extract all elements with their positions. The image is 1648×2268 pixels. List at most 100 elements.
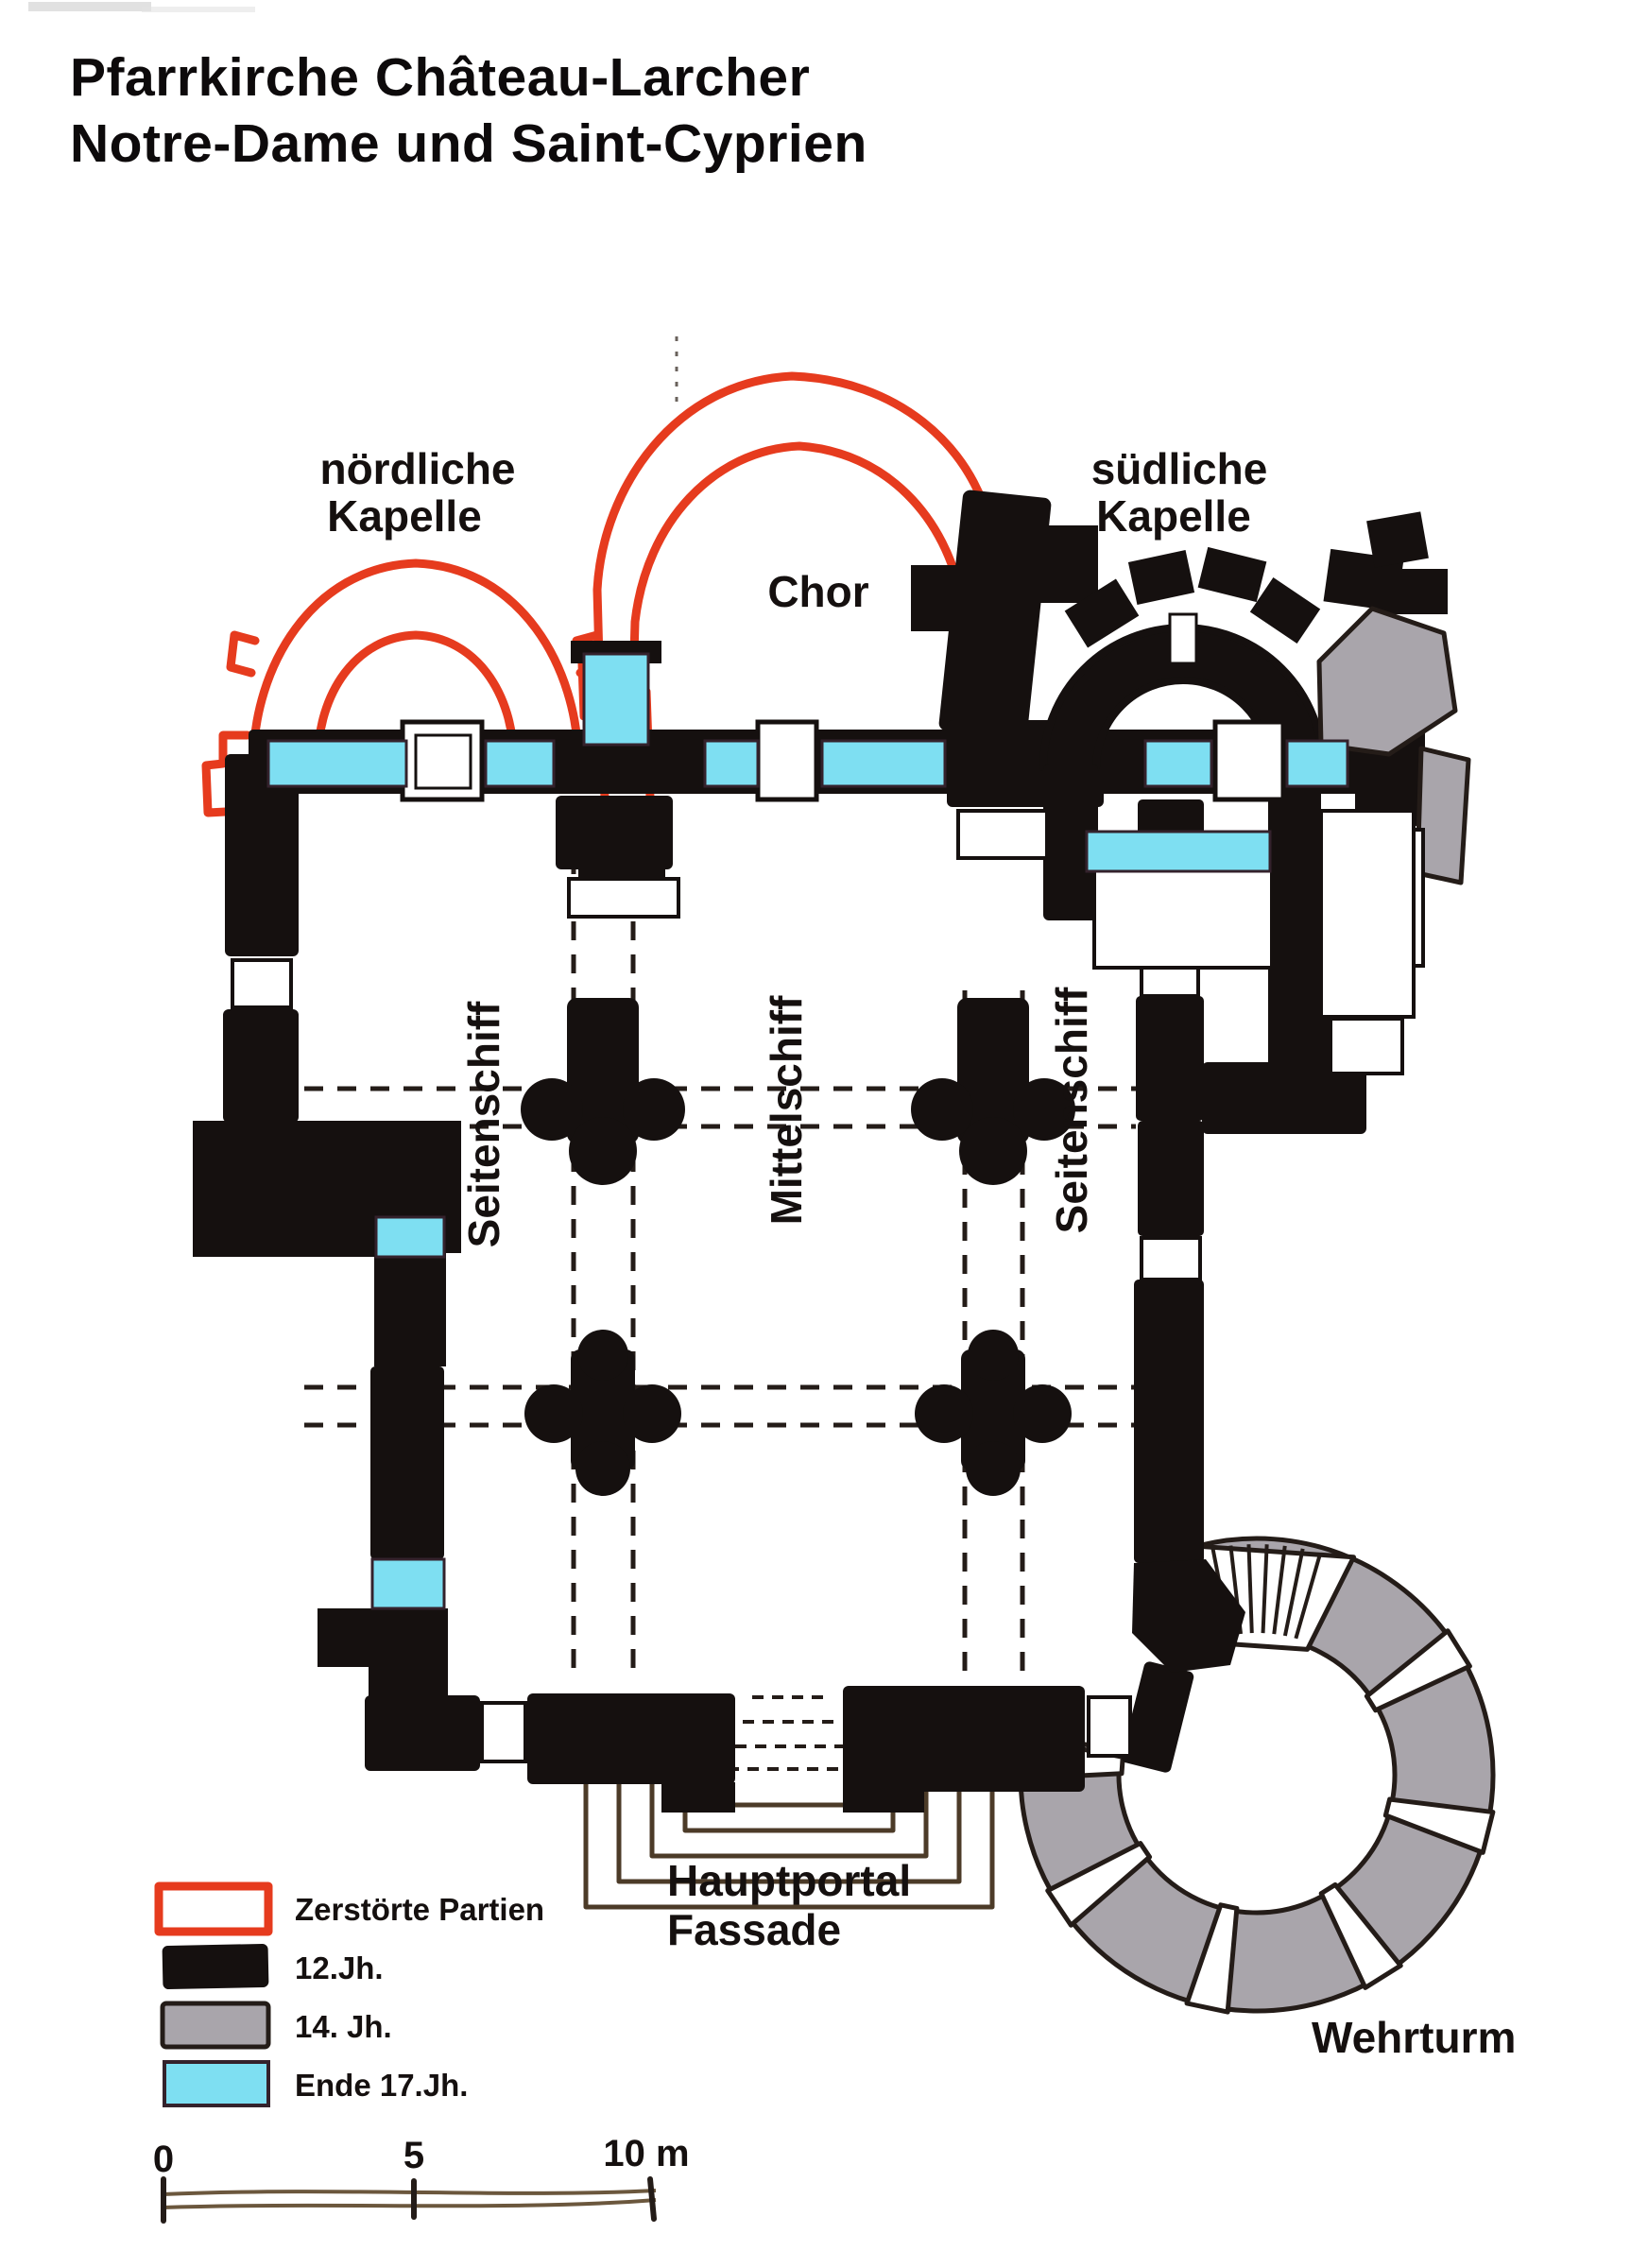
west-wall-cyan-window-1 (374, 1215, 446, 1259)
chapel-annex-outline-2 (1329, 1017, 1404, 1075)
south-wall-pier-3 (1138, 1121, 1204, 1236)
south-chapel-crown-2 (1127, 550, 1195, 605)
facade-pier-east (1121, 1661, 1194, 1773)
south-wall-window-gap-2 (1140, 1236, 1202, 1281)
north-chapel-apse-outer-arc (249, 558, 583, 768)
choir-passage-cyan (582, 652, 650, 747)
label-south-chapel-line2: Kapelle (1096, 491, 1251, 541)
north-wall-door-3 (1212, 719, 1286, 802)
scale-bar-line-top (162, 2189, 657, 2196)
nave-pillar-southwest (524, 1330, 681, 1496)
crossing-pier-foot-outline (956, 809, 1049, 860)
legend-swatch-destroyed (154, 1881, 273, 1936)
portal-step-outline-5 (583, 1775, 995, 1910)
wehrturm-tower-group (1015, 1536, 1496, 2015)
nave-pillar-northwest (521, 998, 685, 1185)
nave-pillars-group (521, 998, 1075, 1496)
facade-wall-right (843, 1686, 1085, 1792)
south-chapel-cyan-band (1085, 830, 1272, 873)
scale-bar-group: 0 5 10 m (153, 2133, 690, 2224)
scale-label-5: 5 (403, 2135, 424, 2176)
scale-label-0: 0 (153, 2139, 174, 2180)
legend-swatch-12c (162, 1943, 269, 1990)
wall-openings-group (231, 612, 1425, 1763)
scale-label-10m: 10 m (603, 2133, 689, 2174)
nave-pillar-southeast (915, 1330, 1072, 1496)
north-wall-window-1 (266, 739, 408, 788)
portal-jamb-left (661, 1782, 735, 1813)
portal-jamb-right (843, 1782, 924, 1813)
facade-gap-left (480, 1701, 527, 1763)
north-wall-door-1-inner (414, 733, 472, 790)
north-wall-window-2 (484, 739, 556, 788)
tower-joint-gap-1 (1364, 1628, 1472, 1713)
gray-patch-east (1415, 746, 1471, 885)
northeast-mass-3 (1378, 569, 1448, 614)
north-chapel-apse-inner-arc (313, 630, 519, 768)
tower-stair-step-line (1246, 1544, 1254, 1634)
legend-label-12c: 12.Jh. (295, 1950, 384, 1985)
south-chapel-crown-3 (1197, 546, 1267, 603)
tower-joint-gap-4 (1184, 1902, 1240, 2015)
portal-step-outline-4 (616, 1775, 962, 1884)
label-south-chapel-line1: südliche (1091, 444, 1268, 493)
chapel-annex-outline-1 (1319, 809, 1416, 1019)
label-north-chapel-line2: Kapelle (327, 491, 482, 541)
north-wall-window-6 (1285, 739, 1349, 788)
facade-corner-southwest (365, 1695, 480, 1771)
label-aisle-left: Seitenschiff (459, 1001, 508, 1247)
west-wall-lower (370, 1366, 444, 1559)
choir-south-tower-mass (938, 490, 1052, 739)
tower-stair-step-line (1261, 1544, 1269, 1634)
scale-tick-10 (647, 2176, 657, 2222)
label-nave: Mittelschiff (762, 995, 811, 1225)
label-tower: Wehrturm (1312, 2013, 1516, 2062)
north-wall-window-3 (703, 739, 760, 788)
scan-smudge (142, 7, 255, 12)
facade-wall-left (527, 1693, 735, 1784)
page-title: Pfarrkirche Château-Larcher Notre-Dame u… (70, 45, 867, 177)
facade-gap-right (1087, 1695, 1132, 1758)
page-title-line1: Pfarrkirche Château-Larcher (70, 47, 811, 108)
legend-group: Zerstörte Partien 12.Jh. 14. Jh. Ende 17… (154, 1881, 544, 2107)
chapel-interior-outline (1092, 868, 1274, 970)
legend-swatch-17c (163, 2060, 270, 2107)
engaged-pier-north-left (556, 796, 673, 869)
tower-joint-gap-2 (1382, 1796, 1496, 1855)
choir-mass-arm-east (1039, 525, 1098, 603)
tower-stair-step-line (1282, 1548, 1305, 1637)
tower-joint-gap-5 (1045, 1841, 1153, 1928)
tower-stair-step-line (1272, 1545, 1287, 1635)
portal-step-outline-3 (649, 1775, 929, 1859)
label-north-chapel-line1: nördliche (319, 444, 515, 493)
cyan-17c-group (266, 652, 1349, 1610)
choir-mass-arm-west (911, 565, 956, 631)
west-wall-pier-1 (225, 754, 299, 956)
choir-apse-outer-arc (577, 371, 1020, 802)
choir-apse-inner-arc (628, 441, 967, 802)
label-portal-line2: Fassade (667, 1905, 841, 1954)
south-wall-arm-east (1202, 1062, 1366, 1134)
west-wall-transept-pier (193, 1121, 461, 1366)
chapel-arch-apex-slot (1168, 612, 1198, 665)
label-choir: Chor (767, 567, 868, 616)
gray-patch-northeast (1316, 606, 1458, 757)
nave-pillar-northeast (911, 998, 1075, 1185)
south-wall-pier-2 (1136, 996, 1204, 1121)
west-wall-buttress-lower (318, 1608, 448, 1699)
legend-label-14c: 14. Jh. (295, 2009, 392, 2044)
south-chapel-leg-east (1268, 764, 1321, 1121)
scan-smudge (28, 2, 151, 11)
legend-swatch-14c (160, 2001, 271, 2050)
west-wall-window-gap-1 (231, 958, 293, 1009)
plan-labels-group: nördliche Kapelle Chor südliche Kapelle … (319, 444, 1516, 2062)
page-title-line2: Notre-Dame und Saint-Cyprien (70, 112, 867, 174)
engaged-pier-foot-outline (567, 877, 680, 919)
gray-14c-patches-group (1316, 606, 1471, 885)
tower-joint-gap-3 (1318, 1881, 1403, 1990)
south-chapel-crown-4 (1249, 576, 1321, 644)
scale-bar-line-bottom (162, 2198, 657, 2209)
label-portal-line1: Hauptportal (667, 1856, 911, 1905)
